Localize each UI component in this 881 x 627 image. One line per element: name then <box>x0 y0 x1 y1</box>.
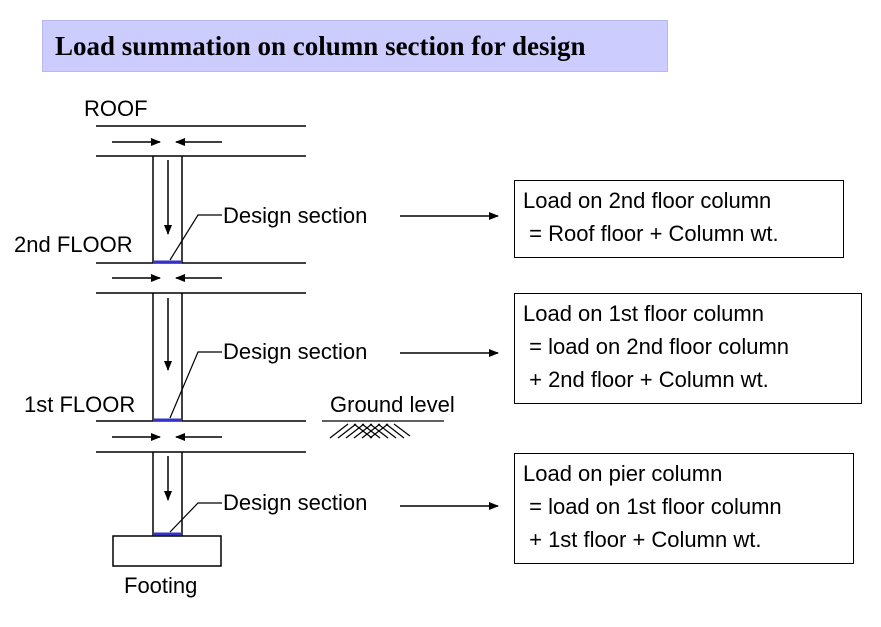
leader-pier <box>169 502 222 533</box>
design-section-leaders <box>169 214 222 533</box>
arrows-to-boxes <box>400 212 499 510</box>
first-box-line-2: = load on 2nd floor column <box>523 334 790 359</box>
design-section-label-first: Design section <box>223 339 367 364</box>
columns <box>152 156 183 536</box>
design-section-label-pier: Design section <box>223 490 367 515</box>
second-box-line-1: Load on 2nd floor column <box>523 188 772 213</box>
leader-second <box>169 214 222 261</box>
first-box-line-3: + 2nd floor + Column wt. <box>523 367 769 392</box>
leader-first <box>169 351 222 419</box>
pier-box-line-1: Load on pier column <box>523 461 723 486</box>
ground-symbol <box>322 420 444 439</box>
pier-load-box: Load on pier column = load on 1st floor … <box>514 453 854 564</box>
first-box-line-1: Load on 1st floor column <box>523 301 764 326</box>
horizontal-load-arrows <box>112 138 222 441</box>
second-box-line-2: = Roof floor + Column wt. <box>523 221 779 246</box>
roof-label: ROOF <box>84 96 148 121</box>
design-section-label-second: Design section <box>223 203 367 228</box>
ground-level-label: Ground level <box>330 392 455 417</box>
floor-slabs <box>96 125 306 453</box>
first-floor-label: 1st FLOOR <box>24 392 135 417</box>
page-title: Load summation on column section for des… <box>42 20 668 72</box>
pier-box-line-2: = load on 1st floor column <box>523 494 782 519</box>
pier-box-line-3: + 1st floor + Column wt. <box>523 527 762 552</box>
footing-label: Footing <box>124 573 197 598</box>
second-floor-load-box: Load on 2nd floor column = Roof floor + … <box>514 180 844 258</box>
first-floor-load-box: Load on 1st floor column = load on 2nd f… <box>514 293 862 404</box>
design-section-marks <box>153 260 182 536</box>
footing-block <box>112 535 222 567</box>
second-floor-label: 2nd FLOOR <box>14 232 133 257</box>
